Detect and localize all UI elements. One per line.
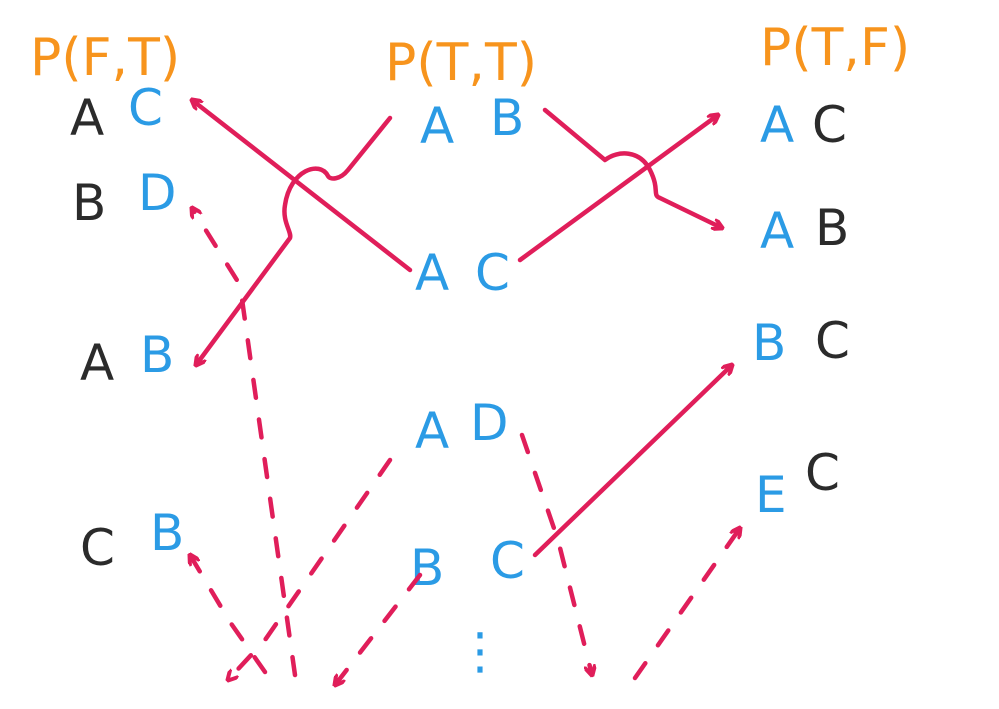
left-row-3-b: B	[140, 326, 174, 384]
dashed-arrow-to-right-ec	[632, 528, 740, 681]
header-middle: P(T,T)	[385, 33, 537, 93]
dashed-arrow-ad-down-left	[228, 457, 393, 680]
left-row-2-b: D	[138, 164, 177, 222]
header-right: P(T,F)	[760, 18, 910, 78]
left-row-4-b: B	[150, 504, 184, 562]
middle-row-3-a: A	[415, 402, 449, 460]
arrow-ac-to-right-ac	[517, 115, 718, 263]
arrow-ac-to-left-ac	[192, 100, 413, 273]
right-row-4-a: E	[755, 466, 787, 524]
right-row-3-b: C	[815, 312, 850, 370]
arrow-ab-to-left-ab	[196, 115, 393, 365]
left-row-1-b: C	[128, 79, 163, 137]
dashed-arrow-bc-down-left	[335, 572, 423, 685]
left-row-2-a: B	[72, 174, 106, 232]
dashed-arrow-ad-down-right	[519, 432, 592, 675]
right-row-2-a: A	[760, 202, 794, 260]
right-row-2-b: B	[815, 199, 849, 257]
left-row-3-a: A	[80, 334, 114, 392]
middle-row-4-b: C	[490, 532, 525, 590]
right-row-1-b: C	[812, 96, 847, 154]
arrow-bc-to-right-bc	[532, 365, 732, 558]
header-left: P(F,T)	[30, 28, 180, 88]
left-row-4-a: C	[80, 519, 115, 577]
dashed-arrow-to-left-bd	[192, 208, 298, 678]
middle-row-2-a: A	[415, 244, 449, 302]
arrow-ab-to-right-ab	[542, 107, 722, 228]
right-row-3-a: B	[752, 314, 786, 372]
middle-row-3-b: D	[470, 394, 509, 452]
left-row-1-a: A	[70, 89, 104, 147]
middle-continuation: ⋮	[455, 622, 505, 680]
right-row-1-a: A	[760, 96, 794, 154]
middle-row-1-a: A	[420, 97, 454, 155]
right-row-4-b: C	[805, 444, 840, 502]
middle-row-2-b: C	[475, 244, 510, 302]
dashed-arrow-to-left-cb	[190, 555, 268, 675]
middle-row-4-a: B	[410, 539, 444, 597]
middle-row-1-b: B	[490, 89, 524, 147]
